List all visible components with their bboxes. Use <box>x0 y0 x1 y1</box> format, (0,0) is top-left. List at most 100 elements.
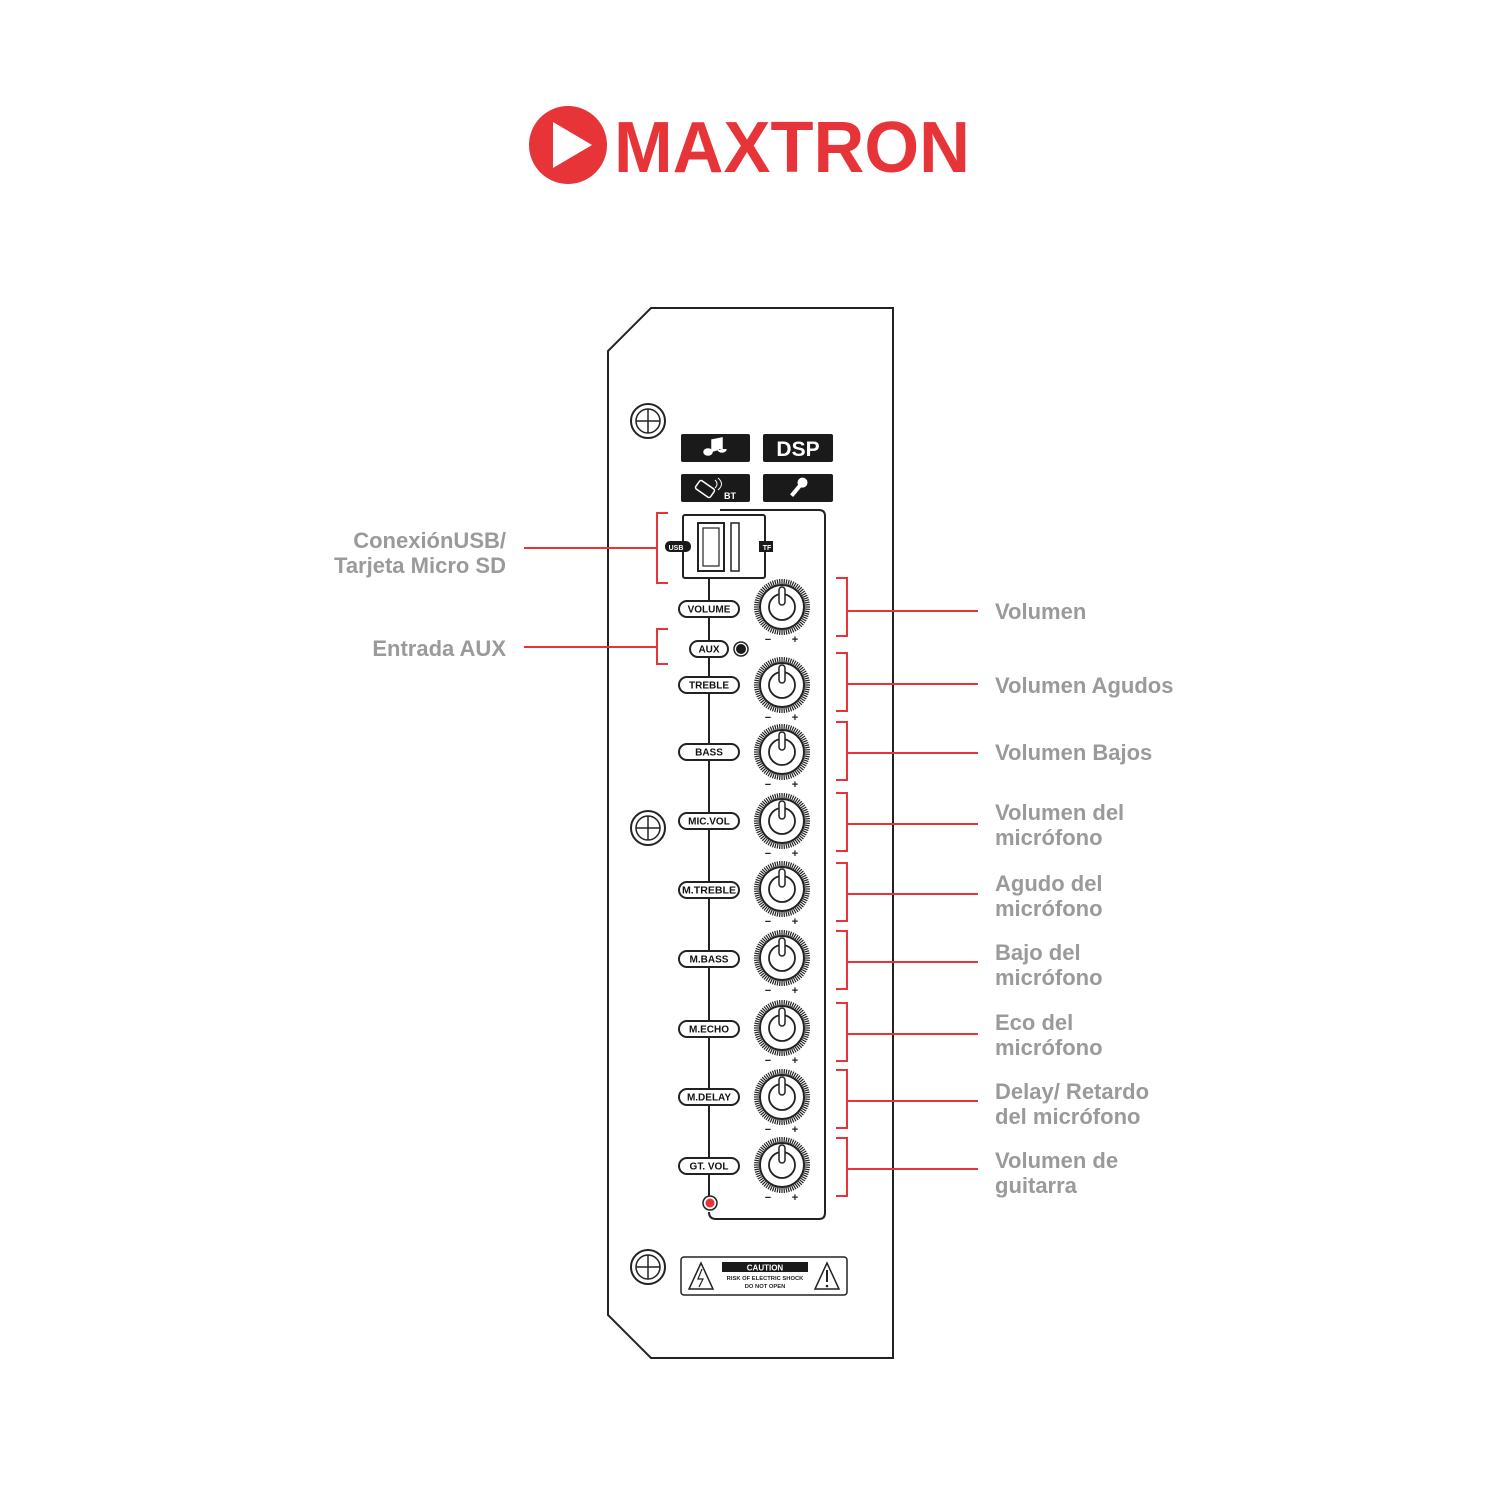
rotary-knob[interactable] <box>754 724 810 780</box>
knob-tick-ring <box>754 1000 810 1056</box>
callout-bracket <box>836 862 848 922</box>
status-led <box>702 1195 718 1211</box>
callout-right-2: Volumen Agudos <box>836 652 1173 712</box>
callout-bracket <box>836 577 848 637</box>
callout-text: micrófono <box>995 825 1103 850</box>
rotary-knob[interactable] <box>754 930 810 986</box>
callout-bracket <box>836 1002 848 1062</box>
callout-bracket <box>836 1137 848 1197</box>
callout-left-2: Entrada AUX <box>372 628 668 665</box>
control-volume: VOLUME − + <box>678 579 810 646</box>
usb-label: USB <box>669 545 684 552</box>
rotary-knob[interactable] <box>754 793 810 849</box>
knob-tick-ring <box>754 579 810 635</box>
control-m-delay: M.DELAY−+ <box>678 1069 810 1136</box>
knob-minus-sign: − <box>765 985 771 997</box>
control-label: M.TREBLE <box>682 886 736 897</box>
control-label-pill <box>678 600 740 618</box>
control-label-pill <box>678 812 740 830</box>
callout-text: micrófono <box>995 1035 1103 1060</box>
usb-port[interactable] <box>697 522 725 572</box>
knob-plus-sign: + <box>792 779 798 791</box>
screw-icon <box>630 403 666 439</box>
rotary-knob[interactable] <box>754 1000 810 1056</box>
knob-minus-sign: − <box>765 916 771 928</box>
warning-icon <box>813 1261 841 1290</box>
electric-hazard-icon <box>687 1261 715 1290</box>
callout-text: Delay/ Retardo <box>995 1079 1149 1104</box>
control-m-bass: M.BASS−+ <box>678 930 810 997</box>
callout-text: Bajo del <box>995 940 1081 965</box>
screw-icon <box>630 810 666 846</box>
callout-right-1: Volumen <box>836 577 1086 637</box>
knob-plus-sign: + <box>792 916 798 928</box>
knob-pointer <box>778 1076 786 1096</box>
control-mic-vol: MIC.VOL−+ <box>678 793 810 860</box>
callout-text: micrófono <box>995 896 1103 921</box>
control-label-pill <box>678 950 740 968</box>
music-note-icon <box>703 437 727 456</box>
callout-bracket <box>836 721 848 781</box>
knob-minus-sign: − <box>765 712 771 724</box>
knob-tick-ring <box>754 1069 810 1125</box>
callout-bracket <box>836 930 848 990</box>
callout-text: Entrada AUX <box>372 636 506 661</box>
aux-jack[interactable] <box>733 641 749 657</box>
callout-text: guitarra <box>995 1173 1078 1198</box>
control-m-echo: M.ECHO−+ <box>678 1000 810 1067</box>
callout-bracket <box>836 1069 848 1129</box>
play-icon <box>553 122 592 168</box>
knob-tick-ring <box>754 657 810 713</box>
callout-bracket <box>836 792 848 852</box>
panel-outline <box>607 307 894 1359</box>
knob-tick-ring <box>754 930 810 986</box>
callout-text: Volumen del <box>995 800 1124 825</box>
control-label: VOLUME <box>688 605 731 616</box>
control-label-pill <box>678 1088 740 1106</box>
knob-minus-sign: − <box>765 848 771 860</box>
control-label: M.DELAY <box>687 1093 731 1104</box>
knob-pointer <box>778 664 786 684</box>
rotary-knob[interactable] <box>754 579 810 635</box>
callout-left-1: ConexiónUSB/Tarjeta Micro SD <box>334 512 668 584</box>
knob-plus-sign: + <box>792 712 798 724</box>
control-bass: BASS − + <box>678 724 810 791</box>
knob-tick-ring <box>754 861 810 917</box>
rotary-knob[interactable] <box>754 1137 810 1193</box>
control-label: BASS <box>695 748 723 759</box>
control-label-pill <box>678 1157 740 1175</box>
control-label: GT. VOL <box>690 1162 729 1173</box>
knob-plus-sign: + <box>792 1055 798 1067</box>
control-aux: AUX <box>689 640 749 658</box>
bt-label: BT <box>724 491 736 501</box>
knob-minus-sign: − <box>765 779 771 791</box>
rotary-knob[interactable] <box>754 1069 810 1125</box>
control-treble: TREBLE − + <box>678 657 810 724</box>
knob-plus-sign: + <box>792 634 798 646</box>
caution-line-1: RISK OF ELECTRIC SHOCK <box>727 1276 804 1282</box>
control-label: M.BASS <box>690 955 729 966</box>
control-label-pill <box>689 640 729 658</box>
knob-pointer <box>778 586 786 606</box>
brand-logo: MAXTRON <box>529 106 970 188</box>
control-label: M.ECHO <box>689 1025 729 1036</box>
microphone-icon <box>790 477 808 497</box>
tf-label: TF <box>763 545 772 552</box>
knob-tick-ring <box>754 724 810 780</box>
rotary-knob[interactable] <box>754 657 810 713</box>
control-label: AUX <box>698 645 719 656</box>
brand-name: MAXTRON <box>614 108 970 188</box>
caution-label: CAUTION RISK OF ELECTRIC SHOCK DO NOT OP… <box>680 1256 848 1296</box>
callouts-layer: ConexiónUSB/Tarjeta Micro SD Entrada AUX V… <box>334 512 1173 1198</box>
callout-text: Eco del <box>995 1010 1073 1035</box>
rotary-knob[interactable] <box>754 861 810 917</box>
micro-sd-slot[interactable] <box>730 522 740 572</box>
knob-minus-sign: − <box>765 634 771 646</box>
control-label: TREBLE <box>689 681 729 692</box>
callout-text: Tarjeta Micro SD <box>334 553 506 578</box>
knob-pointer <box>778 937 786 957</box>
